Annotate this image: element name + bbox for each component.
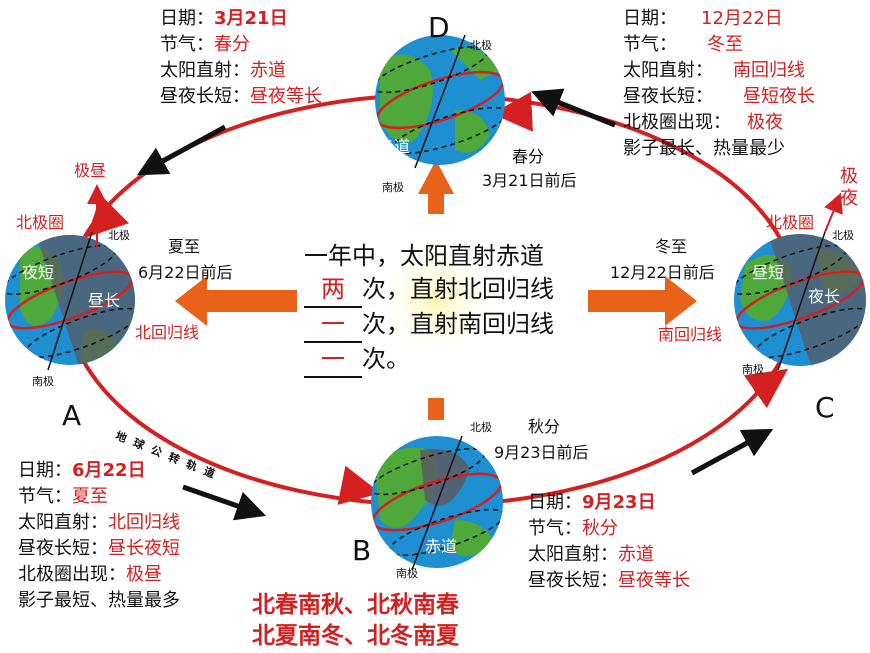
hemisphere-season-note: 北春南秋、北秋南春 北夏南冬、北冬南夏 [252,590,459,652]
hemisphere-line-2: 北夏南冬、北冬南夏 [252,623,459,649]
center-statement: 一年中，太阳直射赤道两次，直射北回归线一次，直射南回归线一次。 [304,240,582,378]
polar-ray-c [824,192,843,233]
label-chidao-b: 赤道 [425,537,458,556]
sun-ray-left [175,276,297,326]
orbit-arrow-da [86,194,130,238]
label-chidao-d: 赤道 [378,137,411,156]
info-a: 日期：6月22日 节气：夏至 太阳直射：北回归线 昼夜长短：昼长夜短 北极圈出现… [18,460,180,611]
label-nanhuiguixian: 南回归线 [658,325,723,344]
label-beiji-b: 北极 [470,421,492,434]
arrow-b-to-c [690,428,774,476]
label-yechang: 夜长 [808,287,841,306]
label-yeduan: 夜短 [22,263,55,282]
label-chunfen-date: 3月21日前后 [482,171,577,190]
label-xiazhi-date: 6月22日前后 [138,263,233,282]
info-d: 日期：3月21日 节气：春分 太阳直射：赤道 昼夜长短：昼夜等长 [160,8,322,107]
arrow-d-to-a [136,124,227,176]
blank-equator: 两 [304,273,362,308]
globe-c [734,231,866,371]
label-xiazhi: 夏至 [168,237,201,256]
sun-ray-down [428,398,444,420]
sun-ray-right [588,276,697,326]
center-part-3: 次，直射南回归线 [362,310,554,338]
label-nanji-a: 南极 [32,375,54,388]
center-part-1: 一年中，太阳直射赤道 [304,242,544,270]
label-jiye-text: 极夜 [840,166,858,209]
orbit-arrow-ab [337,465,381,505]
info-b: 日期：9月23日 节气：秋分 太阳直射：赤道 昼夜长短：昼夜等长 [528,492,690,591]
label-beiji-c: 北极 [832,229,854,242]
label-qiufen: 秋分 [528,417,561,436]
letter-c: C [815,391,835,424]
sun-ray-up [418,160,454,214]
label-jiye: 极夜 [840,166,860,210]
letter-b: B [352,534,372,567]
label-beiji-d: 北极 [470,39,492,52]
blank-tropic-north: 一 [304,308,362,343]
center-part-2: 次，直射北回归线 [362,275,554,303]
info-c: 日期：12月22日 节气：冬至 太阳直射：南回归线 昼夜长短：昼短夜长 北极圈出… [623,8,815,159]
label-nanji-c: 南极 [742,363,764,376]
label-dongzhi-date: 12月22日前后 [610,263,715,282]
label-beiji-a: 北极 [108,229,130,242]
hemisphere-line-1: 北春南秋、北秋南春 [252,592,459,618]
label-beijiquan-a: 北极圈 [16,213,65,232]
label-nanji-b: 南极 [396,567,418,580]
center-part-4: 次。 [362,345,410,373]
arrow-c-to-d [531,88,616,128]
letter-a: A [62,399,82,432]
label-beijiquan-c: 北极圈 [766,213,815,232]
letter-d: D [428,11,450,44]
label-zhouduan: 昼短 [752,263,785,282]
orbit-arrow-cd [492,91,533,132]
label-jizhou: 极昼 [74,161,107,180]
label-beihuiguixian: 北回归线 [135,323,200,342]
globe-a [5,231,135,371]
label-nanji-d: 南极 [382,181,404,194]
orbit-arrow-bc [743,368,789,409]
blank-tropic-south: 一 [304,343,362,378]
arrow-a-to-b [182,484,267,521]
label-qiufen-date: 9月23日前后 [494,443,589,462]
label-chunfen: 春分 [512,147,545,166]
label-zhouchang: 昼长 [88,291,121,310]
globe-b [371,435,503,571]
label-dongzhi: 冬至 [655,237,688,256]
sun-glow [376,240,496,360]
